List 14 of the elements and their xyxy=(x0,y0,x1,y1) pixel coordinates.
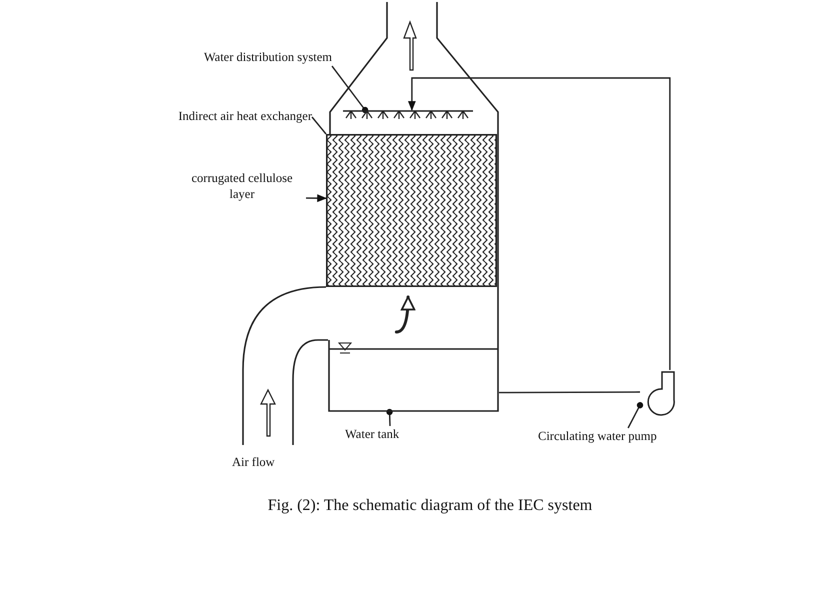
callout-label: Water distribution system xyxy=(160,49,332,66)
leader-line xyxy=(627,402,644,428)
callout-label: Indirect air heat exchanger xyxy=(140,108,312,124)
leader-line xyxy=(331,66,368,114)
callout-label: Circulating water pump xyxy=(538,428,708,444)
figure-caption: Fig. (2): The schematic diagram of the IEC system xyxy=(266,497,594,515)
callout-label: Air flow xyxy=(232,454,302,470)
callout-label: Water tank xyxy=(345,426,435,442)
leader-line xyxy=(311,116,327,134)
callout-label: corrugated cellulose layer xyxy=(178,170,306,202)
water-pipe xyxy=(408,77,671,370)
water-pipe xyxy=(499,391,640,394)
leader-line xyxy=(306,194,327,202)
leader-line xyxy=(386,408,393,426)
